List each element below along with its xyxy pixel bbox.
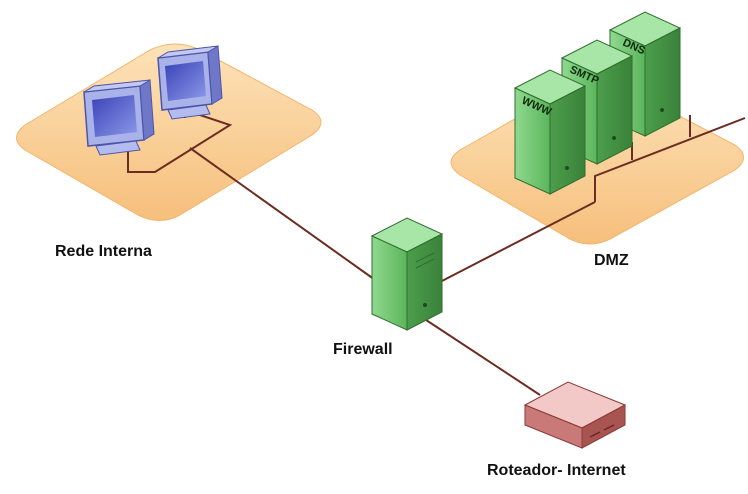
link-internal-firewall [189,147,379,283]
firewall-label: Firewall [333,341,393,358]
monitor-icon [157,45,223,120]
dmz-label: DMZ [594,252,629,269]
monitor-icon [83,79,155,156]
internal-network-label: Rede Interna [55,243,152,260]
router-icon [523,381,627,449]
network-links [127,108,746,396]
link-firewall-router [419,315,541,396]
link-dmz-lan [594,117,746,202]
server-tower-icon: WWW [513,69,587,195]
link-firewall-dmz [439,201,596,283]
router-label: Roteador- Internet [487,462,626,479]
firewall-server-icon [370,217,444,331]
